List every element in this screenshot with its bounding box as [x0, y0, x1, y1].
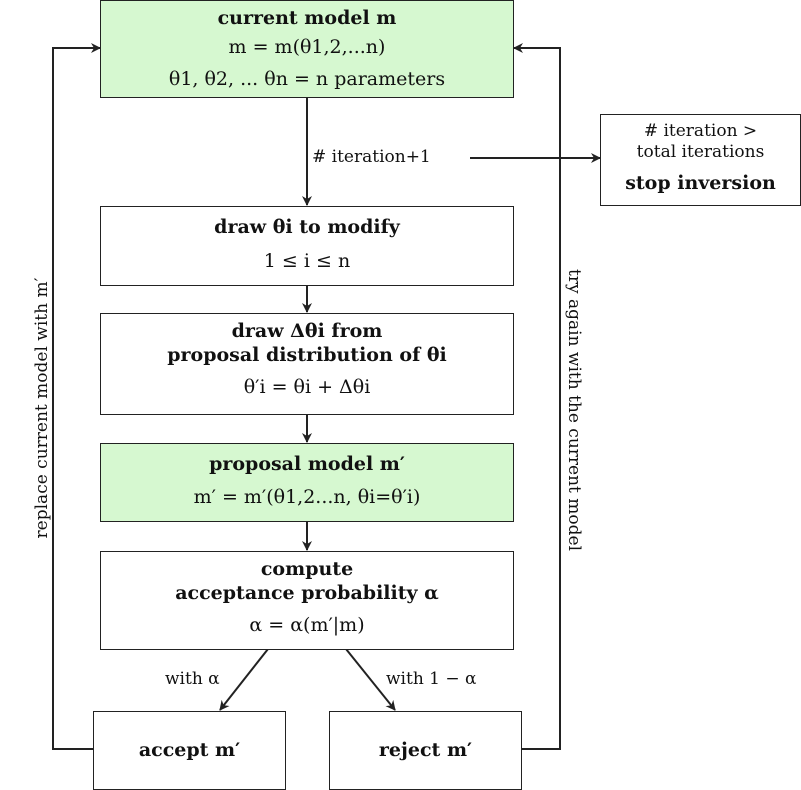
- stop-condition-line2: total iterations: [636, 142, 765, 163]
- current-model-formula: m = m(θ1,2,...n): [228, 35, 386, 58]
- draw-delta-formula: θ′i = θi + Δθi: [243, 375, 371, 398]
- proposal-model-title: proposal model m′: [209, 453, 405, 475]
- stop-inversion-label: stop inversion: [625, 171, 776, 194]
- stop-inversion-box: # iteration > total iterations stop inve…: [600, 114, 801, 206]
- arrow-acceptance-to-reject: [345, 648, 396, 711]
- current-model-box: current model m m = m(θ1,2,...n) θ1, θ2,…: [100, 0, 514, 98]
- current-model-title: current model m: [217, 7, 397, 29]
- replace-loop-label: replace current model with m′: [32, 277, 52, 539]
- with-one-minus-alpha-label: with 1 − α: [386, 669, 477, 689]
- draw-theta-title: draw θi to modify: [214, 216, 400, 238]
- acceptance-formula: α = α(m′|m): [249, 613, 365, 636]
- accept-label: accept m′: [138, 739, 241, 761]
- arrow-accept-loop: [52, 43, 101, 750]
- draw-delta-title2: proposal distribution of θi: [167, 343, 447, 366]
- iteration-label: # iteration+1: [312, 147, 431, 167]
- draw-delta-box: draw Δθi from proposal distribution of θ…: [100, 313, 514, 415]
- acceptance-title1: compute: [260, 558, 354, 580]
- proposal-model-formula: m′ = m′(θ1,2...n, θi=θ′i): [193, 485, 421, 508]
- acceptance-title2: acceptance probability α: [175, 581, 439, 604]
- arrow-reject-loop: [513, 43, 561, 750]
- try-again-loop-label: try again with the current model: [564, 268, 584, 552]
- current-model-params: θ1, θ2, ... θn = n parameters: [168, 67, 446, 90]
- reject-box: reject m′: [329, 711, 522, 790]
- accept-box: accept m′: [93, 711, 286, 790]
- acceptance-box: compute acceptance probability α α = α(m…: [100, 551, 514, 650]
- draw-delta-title1: draw Δθi from: [231, 320, 383, 342]
- stop-condition-line1: # iteration >: [643, 121, 758, 141]
- arrow-acceptance-to-accept: [219, 648, 269, 711]
- draw-theta-range: 1 ≤ i ≤ n: [263, 249, 351, 272]
- reject-label: reject m′: [378, 739, 473, 761]
- draw-theta-box: draw θi to modify 1 ≤ i ≤ n: [100, 206, 514, 286]
- proposal-model-box: proposal model m′ m′ = m′(θ1,2...n, θi=θ…: [100, 443, 514, 522]
- with-alpha-label: with α: [165, 669, 220, 689]
